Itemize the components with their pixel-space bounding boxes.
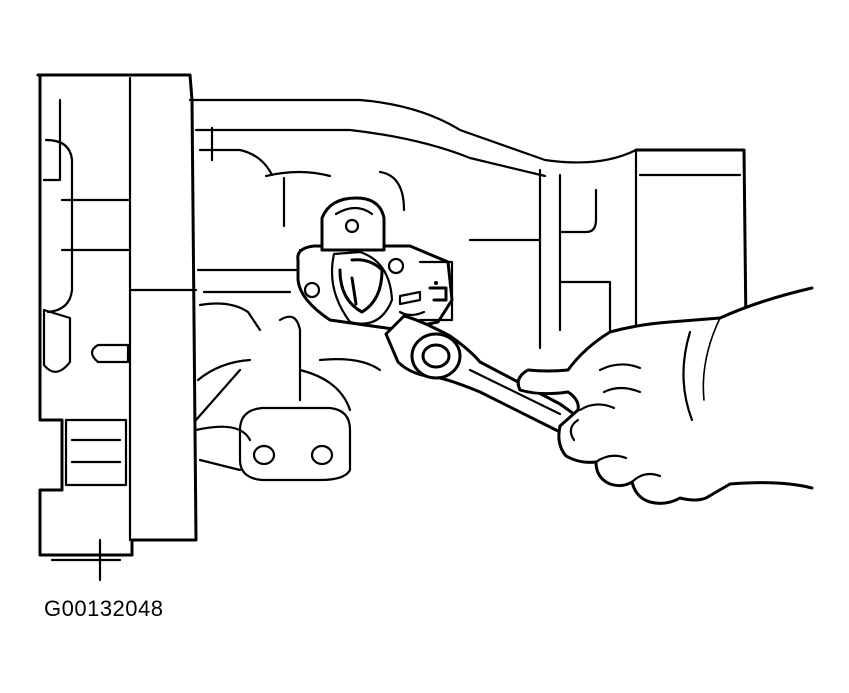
hand [516, 286, 814, 505]
figure-id-label: G00132048 [44, 596, 164, 621]
engine-block [36, 73, 748, 582]
sensor-bracket [296, 196, 454, 332]
